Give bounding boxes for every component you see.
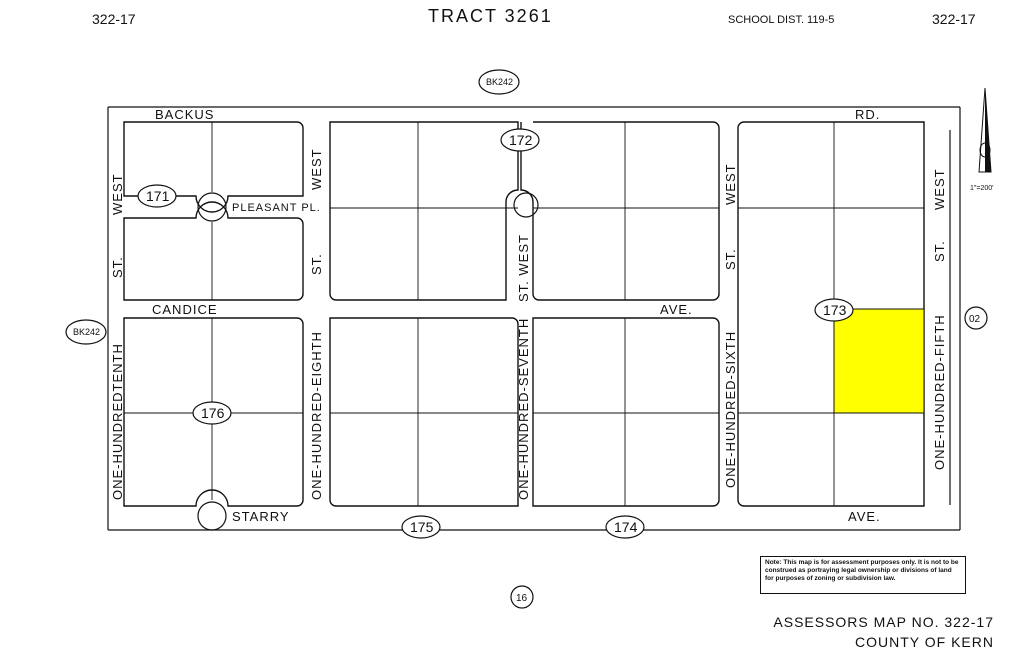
map-scale: 1"=200' xyxy=(970,185,993,192)
street-west-4: WEST xyxy=(723,163,738,205)
street-candice-ave: AVE. xyxy=(660,302,693,317)
page-ref-right[interactable]: 02 xyxy=(964,306,988,330)
north-arrow-icon xyxy=(978,87,992,173)
book-ref-left-label: BK242 xyxy=(73,327,100,337)
block-label-175-text: 175 xyxy=(410,519,434,535)
cul-de-sacs xyxy=(197,192,539,531)
block-label-174[interactable]: 174 xyxy=(605,515,645,539)
street-backus: BACKUS xyxy=(155,107,214,122)
street-starry-ave: AVE. xyxy=(848,509,881,524)
block-label-171[interactable]: 171 xyxy=(137,184,177,208)
book-ref-top-label: BK242 xyxy=(486,77,513,87)
street-st-5: ST. xyxy=(932,240,947,262)
book-ref-top[interactable]: BK242 xyxy=(478,69,520,95)
road-lines xyxy=(107,106,961,531)
street-st-2: ST. xyxy=(309,253,324,275)
street-one-hundred-fifth: ONE-HUNDRED-FIFTH xyxy=(932,314,947,470)
street-pleasant-pl: PLEASANT PL. xyxy=(232,202,321,214)
school-district: SCHOOL DIST. 119-5 xyxy=(728,14,834,26)
street-one-hundred-sixth: ONE-HUNDRED-SIXTH xyxy=(723,331,738,488)
block-label-173[interactable]: 173 xyxy=(814,298,854,322)
street-st-4: ST. xyxy=(723,248,738,270)
street-one-hundred-seventh: ONE-HUNDRED-SEVENTH xyxy=(516,318,531,500)
block-label-173-text: 173 xyxy=(823,302,847,318)
street-st-west-3: ST. WEST xyxy=(516,234,531,302)
page-ref-right-label: 02 xyxy=(969,314,981,325)
street-st-1: ST. xyxy=(110,256,125,278)
map-number-left: 322-17 xyxy=(92,11,136,27)
page-ref-bottom-label: 16 xyxy=(516,593,528,604)
block-label-171-text: 171 xyxy=(146,188,170,204)
block-label-174-text: 174 xyxy=(614,519,638,535)
street-west-1: WEST xyxy=(110,173,125,215)
book-ref-left[interactable]: BK242 xyxy=(65,319,107,345)
block-label-172-text: 172 xyxy=(509,132,533,148)
assessment-disclaimer: Note: This map is for assessment purpose… xyxy=(760,556,966,594)
street-one-hundred-tenth: ONE-HUNDREDTENTH xyxy=(110,343,125,500)
block-label-176[interactable]: 176 xyxy=(192,401,232,425)
street-candice: CANDICE xyxy=(152,302,218,317)
street-west-2: WEST xyxy=(309,148,324,190)
block-label-176-text: 176 xyxy=(201,405,225,421)
block-label-175[interactable]: 175 xyxy=(401,515,441,539)
page-ref-bottom[interactable]: 16 xyxy=(510,585,534,609)
map-number-right: 322-17 xyxy=(932,11,976,27)
street-west-5: WEST xyxy=(932,168,947,210)
street-backus-rd: RD. xyxy=(855,107,880,122)
highlighted-parcel[interactable] xyxy=(833,308,925,414)
tract-title: TRACT 3261 xyxy=(428,6,553,26)
county-name: COUNTY OF KERN xyxy=(855,634,994,650)
assessors-map-number: ASSESSORS MAP NO. 322-17 xyxy=(773,614,994,630)
street-starry: STARRY xyxy=(232,509,290,524)
street-one-hundred-eighth: ONE-HUNDRED-EIGHTH xyxy=(309,331,324,500)
block-label-172[interactable]: 172 xyxy=(500,128,540,152)
